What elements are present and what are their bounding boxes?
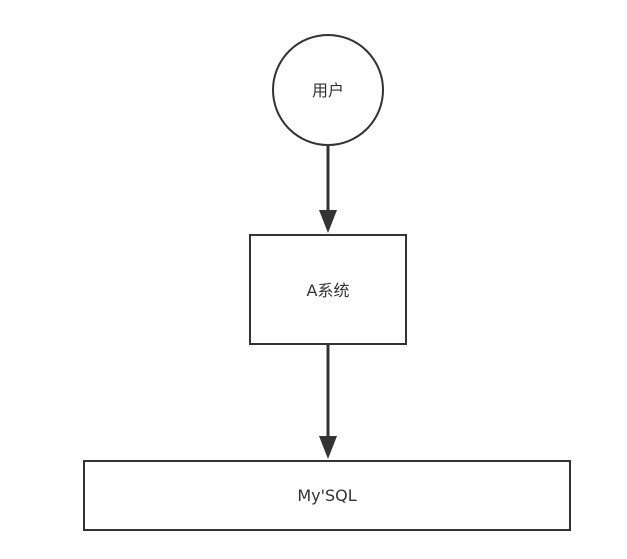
edge-user-to-system-a: [319, 146, 337, 233]
node-user-label: 用户: [312, 81, 344, 100]
arrowhead-icon: [319, 436, 337, 459]
node-user: 用户: [272, 34, 384, 146]
node-system-a: A系统: [249, 234, 407, 345]
edge-system-a-to-mysql: [319, 345, 337, 459]
arrowhead-icon: [319, 210, 337, 233]
node-mysql-label: My'SQL: [297, 486, 356, 505]
node-system-a-label: A系统: [307, 281, 350, 300]
node-mysql: My'SQL: [83, 460, 571, 531]
